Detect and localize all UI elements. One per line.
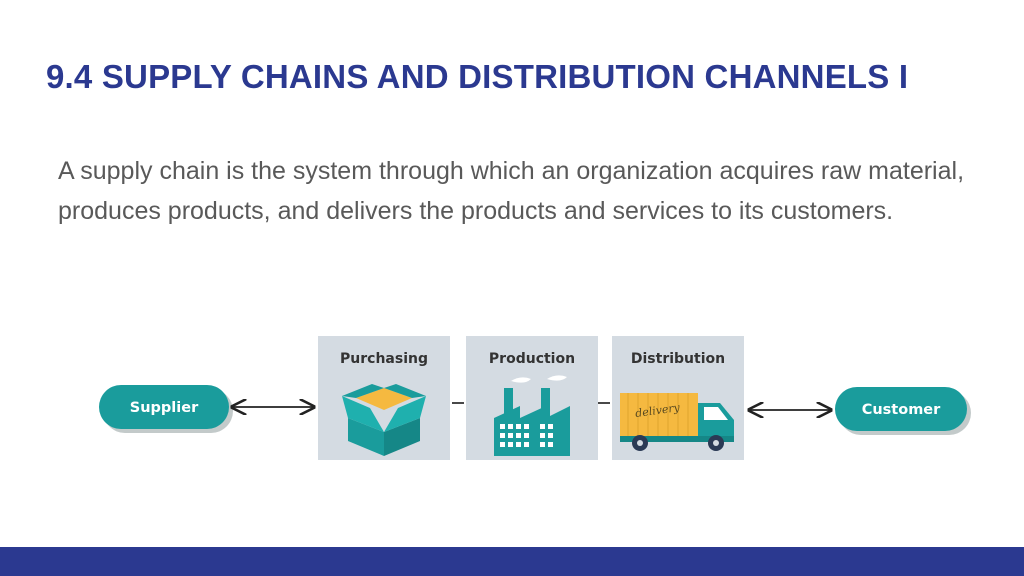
stage-distribution: Distribution delivery (612, 336, 744, 460)
stage-distribution-label: Distribution (631, 351, 725, 367)
stage-purchasing-label: Purchasing (340, 351, 428, 367)
open-box-icon (342, 384, 426, 456)
factory-icon (494, 375, 570, 456)
delivery-truck-icon: delivery (620, 393, 734, 451)
customer-label: Customer (862, 402, 941, 418)
stage-production: Production (466, 336, 598, 460)
slide-title: 9.4 SUPPLY CHAINS AND DISTRIBUTION CHANN… (46, 58, 909, 95)
stage-purchasing: Purchasing (318, 336, 450, 460)
supplier-node: Supplier (99, 385, 233, 433)
slide-body-text: A supply chain is the system through whi… (58, 157, 965, 225)
truck-delivery-text: delivery (634, 401, 681, 420)
customer-node: Customer (835, 387, 971, 435)
supplier-label: Supplier (130, 400, 199, 416)
stage-production-label: Production (489, 351, 575, 367)
footer-bar (0, 547, 1024, 576)
